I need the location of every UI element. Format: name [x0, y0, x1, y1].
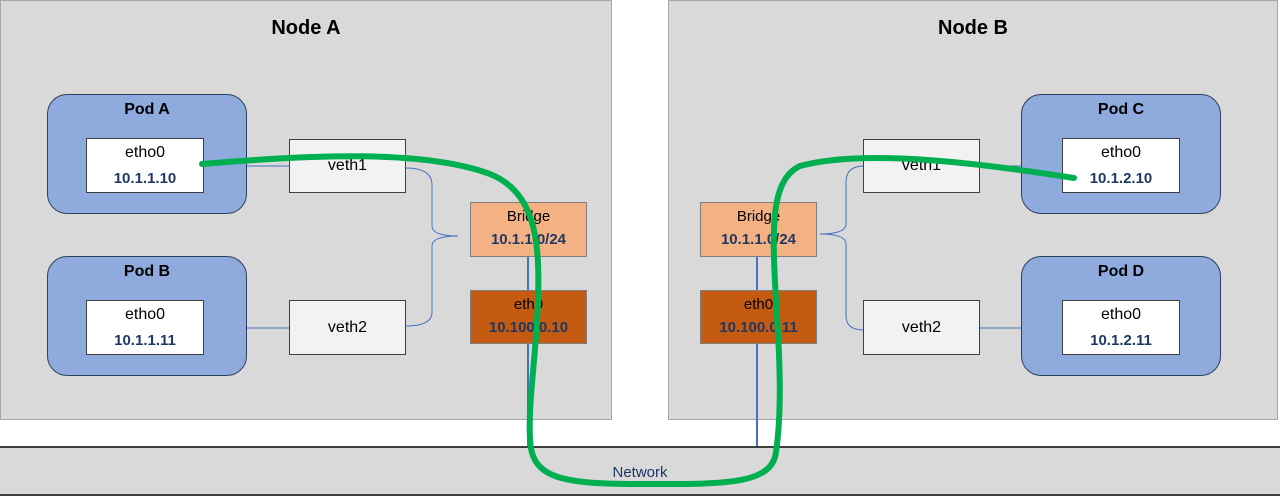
- node-b-veth2: veth2: [863, 300, 980, 355]
- node-a-eth0-ip: 10.100.0.10: [488, 319, 569, 336]
- pod-c-iface-name: etho0: [1100, 144, 1142, 161]
- pod-d-iface-name: etho0: [1100, 306, 1142, 323]
- pod-b-title: Pod B: [123, 263, 171, 280]
- pod-a-iface-name: etho0: [124, 144, 166, 161]
- pod-d-ip: 10.1.2.11: [1090, 332, 1152, 349]
- pod-d-interface: etho0 10.1.2.11: [1062, 300, 1180, 355]
- node-b-eth0-name: eth0: [743, 296, 774, 313]
- node-a-bridge-name: Bridge: [506, 208, 551, 225]
- pod-b-iface-name: etho0: [124, 306, 166, 323]
- node-a-eth0-name: eth0: [513, 296, 544, 313]
- pod-d-title: Pod D: [1097, 263, 1145, 280]
- node-a-veth2: veth2: [289, 300, 406, 355]
- pod-c-interface: etho0 10.1.2.10: [1062, 138, 1180, 193]
- network-bar: Network: [0, 446, 1280, 496]
- node-b-veth1: veth1: [863, 139, 980, 193]
- node-a-bridge-cidr: 10.1.1.0/24: [490, 231, 567, 248]
- node-a-bridge: Bridge 10.1.1.0/24: [470, 202, 587, 257]
- node-a-title: Node A: [271, 17, 341, 39]
- node-b-bridge-name: Bridge: [736, 208, 781, 225]
- network-label: Network: [612, 464, 668, 481]
- node-b-eth0-ip: 10.100.0.11: [719, 319, 798, 336]
- pod-a-title: Pod A: [124, 101, 170, 118]
- node-b-bridge: Bridge 10.1.1.0/24: [700, 202, 817, 257]
- node-a-veth1: veth1: [289, 139, 406, 193]
- pod-a-interface: etho0 10.1.1.10: [86, 138, 204, 193]
- pod-c-title: Pod C: [1097, 101, 1145, 118]
- pod-c-ip: 10.1.2.10: [1089, 170, 1153, 187]
- node-b-title: Node B: [938, 17, 1008, 39]
- pod-a-ip: 10.1.1.10: [113, 170, 177, 187]
- node-a-eth0: eth0 10.100.0.10: [470, 290, 587, 344]
- pod-b-interface: etho0 10.1.1.11: [86, 300, 204, 355]
- node-b-eth0: eth0 10.100.0.11: [700, 290, 817, 344]
- pod-b-ip: 10.1.1.11: [114, 332, 176, 349]
- node-b-bridge-cidr: 10.1.1.0/24: [720, 231, 797, 248]
